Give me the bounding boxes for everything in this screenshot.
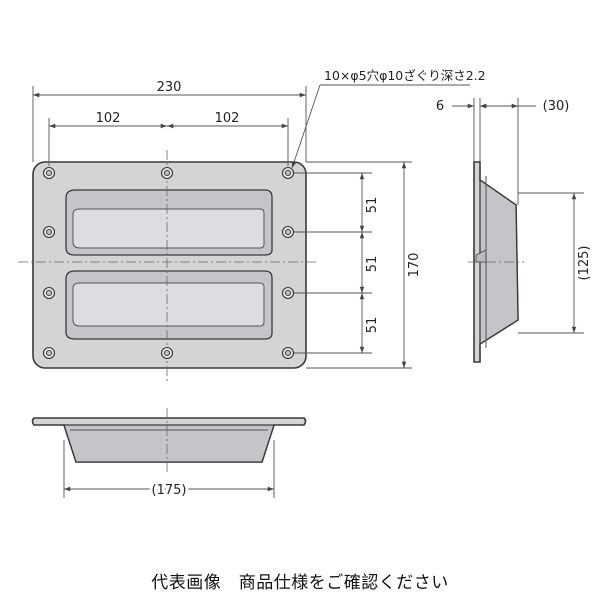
mounting-hole [281, 286, 295, 300]
mounting-hole [160, 166, 174, 180]
hole-note-leader [291, 84, 321, 169]
lower-handle-inner [72, 282, 265, 327]
dim-side-height: (125) [577, 246, 592, 281]
mounting-hole [42, 346, 56, 360]
mounting-hole [281, 166, 295, 180]
bottom-recess [63, 424, 275, 463]
dim-hole-pitch-left: 102 [96, 111, 121, 126]
dim-side-flange: 6 [436, 99, 444, 114]
dim-bottom-width: (175) [152, 483, 187, 498]
mounting-hole [42, 225, 56, 239]
dim-overall-height: 170 [407, 253, 422, 278]
dim-vertical-pitch-middle: 51 [365, 256, 380, 273]
caption: 代表画像 商品仕様をご確認ください [151, 573, 449, 593]
mounting-hole [281, 346, 295, 360]
dim-vertical-pitch-bottom: 51 [365, 317, 380, 334]
bottom-view [31, 408, 307, 472]
mounting-hole [42, 286, 56, 300]
dim-hole-pitch-right: 102 [215, 111, 240, 126]
side-view [468, 161, 524, 363]
front-view [18, 150, 318, 382]
mounting-hole [281, 225, 295, 239]
bottom-dimensions: (175) [63, 440, 275, 501]
mounting-holes [42, 166, 295, 360]
mounting-hole [160, 346, 174, 360]
dim-overall-width: 230 [157, 80, 182, 95]
dim-side-depth: (30) [543, 99, 570, 114]
side-dimensions: 6 (30) (125) [436, 98, 592, 334]
mounting-hole [42, 166, 56, 180]
upper-handle-inner [72, 208, 265, 249]
dim-vertical-pitch-top: 51 [365, 197, 380, 214]
front-dimensions: 230 102 102 10×φ5穴φ10ざぐり深さ2.2 51 51 51 1… [32, 68, 486, 369]
hole-note: 10×φ5穴φ10ざぐり深さ2.2 [324, 68, 486, 83]
